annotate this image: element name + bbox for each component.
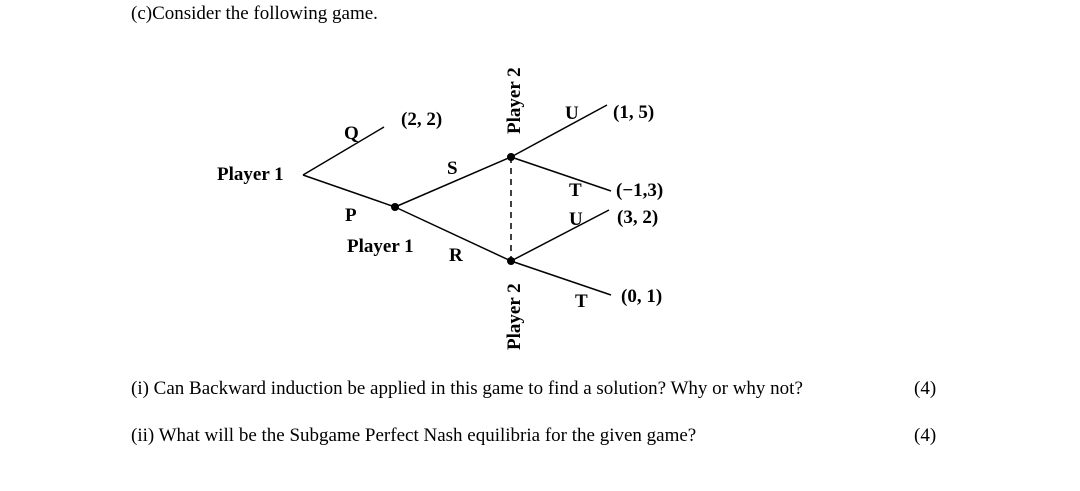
action-label-P: P <box>345 205 357 226</box>
node-player2-bottom <box>507 257 515 265</box>
payoff-Q: (2, 2) <box>401 109 442 130</box>
question-ii: (ii) What will be the Subgame Perfect Na… <box>131 425 697 446</box>
action-label-R: R <box>449 245 463 266</box>
action-label-T-bottom: T <box>575 291 588 312</box>
edge-T-top <box>510 156 612 192</box>
node-player2-top <box>507 153 515 161</box>
payoff-RU: (3, 2) <box>617 207 658 228</box>
edge-S <box>394 156 512 208</box>
action-label-U-top: U <box>565 103 579 124</box>
question-i: (i) Can Backward induction be applied in… <box>131 378 803 399</box>
node-player1-second <box>391 203 399 211</box>
player1-second-label: Player 1 <box>347 236 414 257</box>
payoff-RT: (0, 1) <box>621 286 662 307</box>
action-label-T-top: T <box>569 180 582 201</box>
intro-text: (c)Consider the following game. <box>131 3 378 24</box>
payoff-SU: (1, 5) <box>613 102 654 123</box>
edge-U-bottom <box>510 209 610 262</box>
player2-top-label: Player 2 <box>504 67 525 134</box>
edge-U-top <box>510 104 608 158</box>
player1-root-label: Player 1 <box>217 164 284 185</box>
question-i-marks: (4) <box>914 378 937 399</box>
question-ii-marks: (4) <box>914 425 937 446</box>
edge-T-bottom <box>510 260 612 296</box>
action-label-S: S <box>447 158 458 179</box>
edge-R <box>394 206 512 262</box>
player2-bottom-label: Player 2 <box>504 283 525 350</box>
payoff-ST: (−1,3) <box>616 180 663 201</box>
action-label-Q: Q <box>344 123 359 144</box>
edge-Q <box>302 126 385 176</box>
action-label-U-bottom: U <box>569 209 583 230</box>
edge-P <box>302 174 396 208</box>
